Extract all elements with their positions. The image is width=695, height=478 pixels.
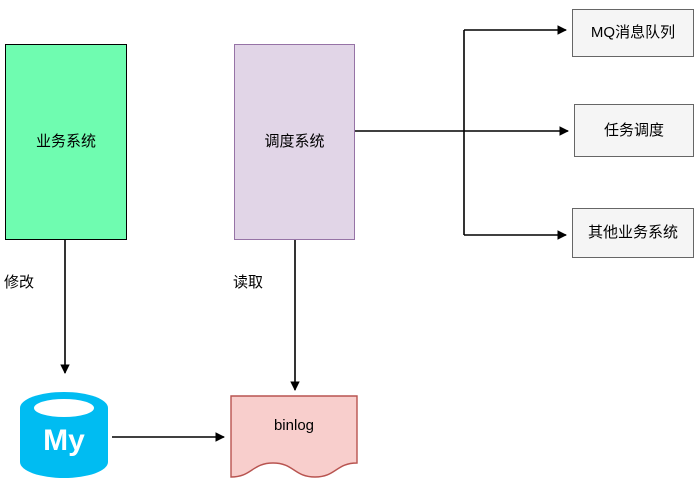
node-other-business-system[interactable]: 其他业务系统 [572, 208, 694, 258]
binlog-label: binlog [273, 416, 315, 434]
document-shape-icon [230, 395, 358, 478]
node-task-schedule[interactable]: 任务调度 [574, 104, 694, 157]
node-binlog[interactable]: binlog [230, 395, 358, 478]
svg-text:My: My [43, 424, 85, 457]
node-mysql-database[interactable]: My [18, 392, 110, 478]
edge-scheduler-trunk [355, 30, 465, 235]
node-scheduler-system[interactable]: 调度系统 [234, 44, 355, 240]
node-mq-message-queue[interactable]: MQ消息队列 [572, 9, 694, 57]
node-business-system[interactable]: 业务系统 [5, 44, 127, 240]
mysql-database-cylinder-icon: My [20, 392, 108, 478]
edge-label-modify: 修改 [2, 271, 37, 292]
edge-label-read: 读取 [231, 271, 266, 292]
